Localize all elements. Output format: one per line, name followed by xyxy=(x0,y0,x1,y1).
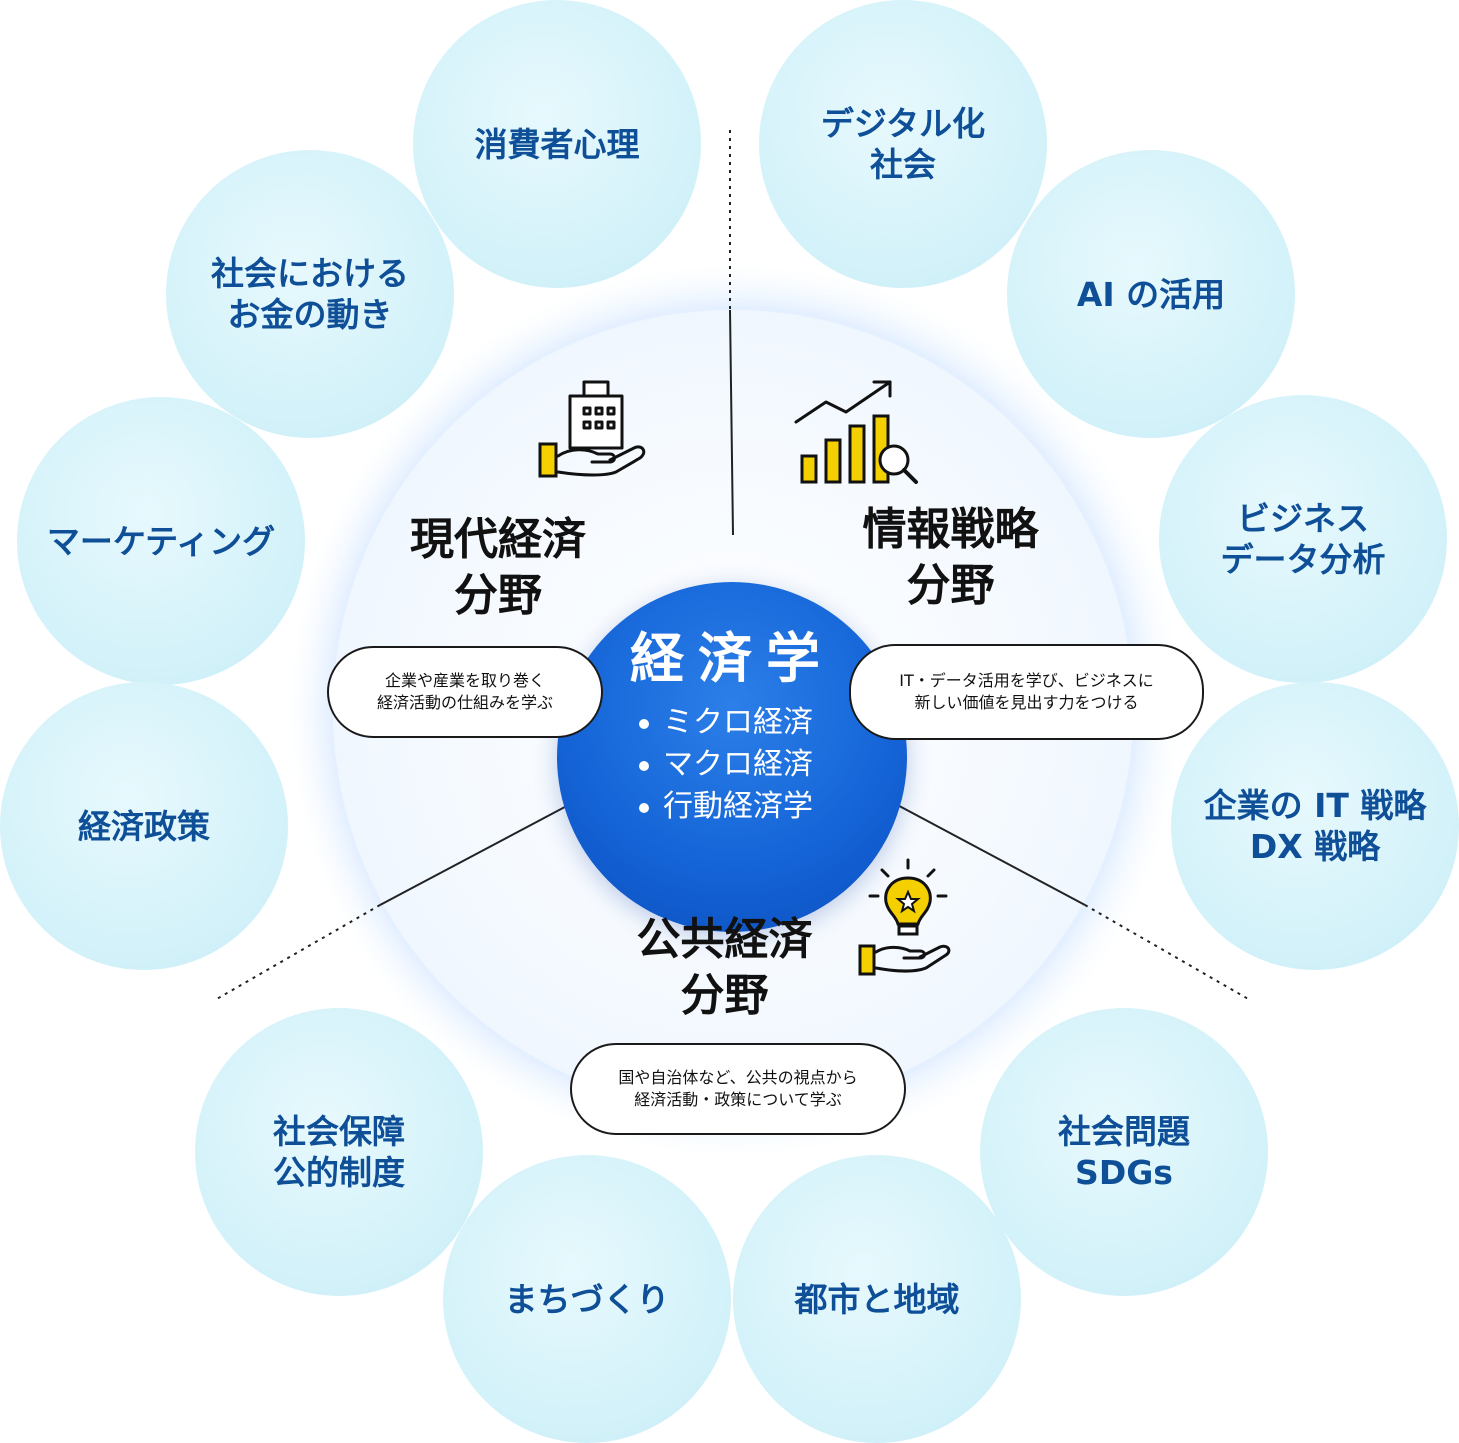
field-desc-public: 国や自治体など、公共の視点から 経済活動・政策について学ぶ xyxy=(570,1043,906,1135)
topic-label: AI の活用 xyxy=(1076,274,1226,314)
topic-economic-policy: 経済政策 xyxy=(0,682,288,970)
topic-label: まちづくり xyxy=(504,1279,670,1319)
topic-business-data: ビジネス データ分析 xyxy=(1159,395,1447,683)
topic-town-planning: まちづくり xyxy=(443,1155,731,1443)
topic-it-strategy: 企業の IT 戦略 DX 戦略 xyxy=(1171,682,1459,970)
field-title-info: 情報戦略 分野 xyxy=(862,504,1039,611)
divider-left-solid xyxy=(379,799,579,906)
core-economics: 経済学 ミクロ経済 マクロ経済 行動経済学 xyxy=(557,582,907,932)
field-desc-modern: 企業や産業を取り巻く 経済活動の仕組みを学ぶ xyxy=(327,646,603,738)
field-title-public: 公共経済 分野 xyxy=(636,914,813,1021)
topic-label: 経済政策 xyxy=(78,806,210,846)
building-hand-icon xyxy=(538,380,646,478)
bullet-dot xyxy=(639,718,649,729)
bullet-dot xyxy=(639,760,649,771)
field-title-modern: 現代経済 分野 xyxy=(410,514,586,621)
topic-consumer-psychology: 消費者心理 xyxy=(413,0,701,288)
topic-label: 都市と地域 xyxy=(794,1279,960,1319)
topic-label: 企業の IT 戦略 DX 戦略 xyxy=(1203,786,1427,866)
core-item-label: 行動経済学 xyxy=(663,789,813,824)
lightbulb-hand-icon xyxy=(858,858,951,976)
chart-magnifier-icon xyxy=(794,380,918,484)
topic-digital-society: デジタル化 社会 xyxy=(759,0,1047,288)
core-list-item: ミクロ経済 xyxy=(639,702,813,744)
core-item-label: マクロ経済 xyxy=(663,747,813,782)
topic-label: ビジネス データ分析 xyxy=(1220,499,1386,579)
topic-label: 社会問題 SDGs xyxy=(1058,1112,1190,1192)
topic-label: デジタル化 社会 xyxy=(820,104,986,184)
core-item-label: ミクロ経済 xyxy=(663,705,813,740)
core-list-item: マクロ経済 xyxy=(639,744,813,786)
topic-social-security: 社会保障 公的制度 xyxy=(195,1008,483,1296)
topic-ai: AI の活用 xyxy=(1007,150,1295,438)
topic-money-flow: 社会における お金の動き xyxy=(166,150,454,438)
bullet-dot xyxy=(639,802,649,813)
field-desc-info: IT・データ活用を学び、ビジネスに 新しい価値を見出す力をつける xyxy=(849,644,1204,740)
topic-city-region: 都市と地域 xyxy=(733,1155,1021,1443)
topic-label: 社会保障 公的制度 xyxy=(273,1112,405,1192)
topic-marketing: マーケティング xyxy=(17,397,305,685)
divider-right-solid xyxy=(887,799,1086,906)
topic-social-issues: 社会問題 SDGs xyxy=(980,1008,1268,1296)
divider-top-solid xyxy=(729,309,734,536)
topic-label: 社会における お金の動き xyxy=(211,254,409,334)
core-list-item: 行動経済学 xyxy=(639,786,813,828)
topic-label: マーケティング xyxy=(46,521,276,561)
core-list: ミクロ経済 マクロ経済 行動経済学 xyxy=(639,702,813,828)
topic-label: 消費者心理 xyxy=(474,124,640,164)
core-title: 経済学 xyxy=(630,627,834,690)
